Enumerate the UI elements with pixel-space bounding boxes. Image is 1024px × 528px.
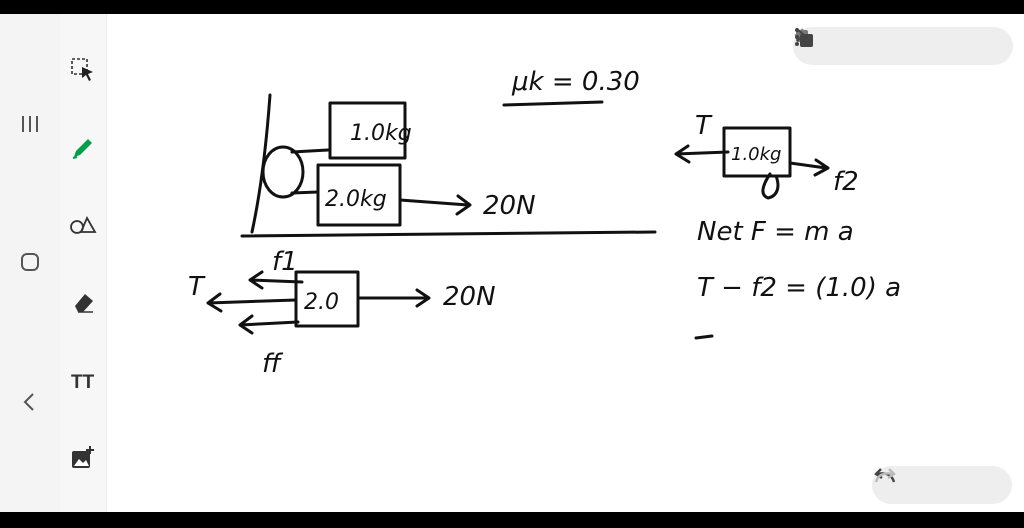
text-tool-glyph: TT	[71, 372, 95, 393]
fbd-right-block	[722, 126, 792, 178]
lasso-select-icon[interactable]	[65, 52, 101, 88]
text-tool-icon[interactable]: TT	[65, 362, 101, 398]
eraser-icon[interactable]	[65, 284, 101, 320]
tension-right-label: T	[695, 111, 713, 141]
friction-2-arrow	[788, 158, 830, 177]
top-block-label: 1.0kg	[350, 121, 412, 146]
home-icon[interactable]	[12, 244, 48, 280]
pen-icon[interactable]	[65, 130, 101, 166]
fbd-right-scribble	[761, 172, 780, 200]
friction-1-label: f1	[272, 247, 298, 277]
friction-2-label: f2	[833, 167, 859, 197]
back-icon[interactable]	[12, 384, 48, 420]
menu-icon[interactable]	[12, 106, 48, 142]
tool-palette: TT	[60, 14, 107, 512]
rope-top	[290, 148, 330, 154]
whiteboard-canvas[interactable]: μk = 0.30 1.0kg 2.0kg 20N 2.0 20N T f1	[107, 14, 1024, 512]
top-block	[328, 101, 407, 160]
tension-left-label: T	[188, 272, 206, 302]
equation-tension: T − f2 = (1.0) a	[697, 273, 901, 303]
insert-image-icon[interactable]	[65, 440, 101, 476]
fbd-left-force-label: 20N	[443, 282, 496, 312]
equation-net-force: Net F = m a	[697, 217, 854, 247]
app-screen: TT μk = 0.30 1.0kg 2.0kg 20N 2.0	[0, 14, 1024, 512]
pulley-icon	[261, 145, 305, 199]
friction-1-arrow	[248, 270, 304, 290]
tension-left-arrow	[206, 292, 298, 313]
page-controls	[793, 27, 1013, 65]
more-options-icon[interactable]	[795, 28, 1001, 61]
floor-line	[240, 230, 657, 238]
fbd-left-force-arrow	[356, 288, 431, 308]
friction-f-label: ff	[262, 349, 284, 379]
applied-force-arrow	[398, 194, 472, 216]
redo-icon[interactable]	[874, 468, 992, 500]
rope-bottom	[290, 190, 320, 195]
tension-right-arrow	[674, 144, 730, 164]
equation-dash	[694, 334, 714, 340]
history-controls	[872, 466, 1012, 504]
friction-f-arrow	[238, 314, 300, 335]
next-page-icon[interactable]	[796, 28, 946, 61]
wall-line	[250, 93, 272, 234]
fbd-left-block-label: 2.0	[304, 290, 339, 315]
fbd-right-block-label: 1.0kg	[731, 144, 781, 165]
applied-force-label: 20N	[483, 191, 536, 221]
mu-k-label: μk = 0.30	[511, 67, 640, 97]
shapes-icon[interactable]	[65, 206, 101, 242]
mu-k-underline	[502, 100, 604, 107]
bottom-block	[316, 163, 402, 227]
system-nav-bar	[0, 14, 60, 512]
bottom-block-label: 2.0kg	[325, 187, 387, 212]
pages-icon[interactable]	[796, 30, 891, 61]
